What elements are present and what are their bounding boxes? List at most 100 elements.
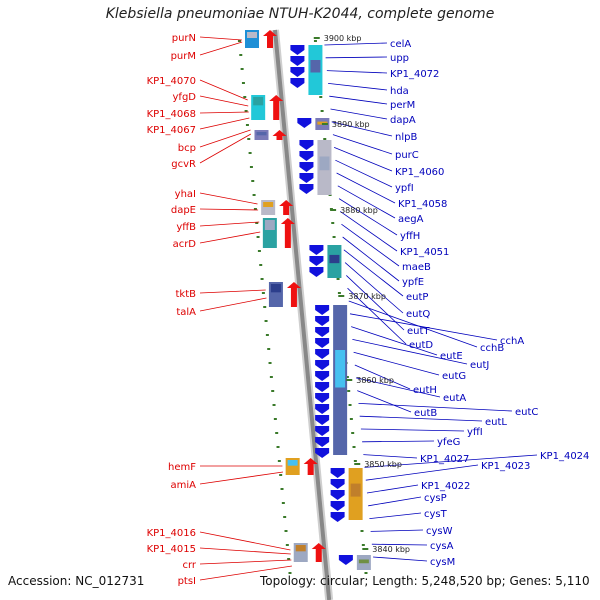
tick-left (251, 180, 255, 182)
tick-right (347, 390, 351, 392)
left-connector (199, 221, 260, 227)
gene-arrow-right (315, 393, 330, 403)
gene-arrow-right (299, 184, 314, 194)
gene-arrow-right (299, 151, 314, 161)
left-gene-label: yffB (176, 222, 196, 233)
right-connector (352, 339, 468, 365)
left-gene-label: KP1_4068 (147, 109, 196, 120)
left-gene-label: yhaI (175, 189, 196, 200)
left-connector (199, 117, 250, 130)
right-gene-label: cysP (424, 493, 447, 504)
left-gene-label: crr (182, 560, 196, 571)
scale-label: 3860 kbp (356, 376, 394, 385)
right-gene-label: dapA (390, 115, 416, 126)
gene-arrow-right (315, 327, 330, 337)
tick-left (273, 418, 277, 420)
right-connector (365, 464, 479, 481)
right-gene-label: eutT (407, 326, 430, 337)
right-gene-label: eutP (406, 292, 428, 303)
scale-label: 3850 kbp (364, 460, 402, 469)
gene-box-right-stripe (319, 156, 330, 171)
gene-box-left-stripe (264, 220, 275, 230)
left-connector (199, 547, 291, 555)
right-connector (337, 185, 396, 219)
gene-box-left-stripe (263, 202, 274, 207)
right-gene-label: purC (395, 150, 419, 161)
left-connector (199, 289, 266, 294)
gene-arrow-left (280, 218, 295, 248)
right-gene-label: celA (390, 39, 411, 50)
gene-arrow-right (330, 479, 345, 489)
genome-summary-text: Topology: circular; Length: 5,248,520 bp… (260, 574, 590, 588)
right-connector (359, 415, 483, 422)
gene-arrow-right (315, 426, 330, 436)
scale-tick (362, 548, 369, 550)
tick-left (252, 194, 256, 196)
gene-box-left-stripe (295, 545, 306, 552)
right-connector (351, 326, 438, 356)
right-gene-label: cchB (480, 343, 504, 354)
right-connector (341, 223, 400, 267)
tick-right (337, 292, 341, 294)
tick-left (283, 516, 287, 518)
left-gene-label: purM (171, 51, 196, 62)
gene-box-left-stripe (253, 97, 264, 106)
gene-arrow-right (315, 338, 330, 348)
right-gene-label: nlpB (395, 132, 417, 143)
right-gene-label: KP1_4024 (540, 451, 589, 462)
tick-left (244, 110, 248, 112)
gene-arrow-right (299, 162, 314, 172)
tick-left (288, 572, 292, 574)
right-gene-label: KP1_4060 (395, 167, 444, 178)
gene-arrow-right (315, 360, 330, 370)
left-connector (199, 36, 242, 41)
right-gene-label: KP1_4072 (390, 69, 439, 80)
tick-right (313, 40, 317, 42)
left-connector (199, 41, 243, 56)
gene-arrow-right (315, 448, 330, 458)
scale-tick (338, 295, 345, 297)
right-gene-label: eutJ (470, 360, 489, 371)
right-connector (325, 56, 388, 59)
gene-box-left-stripe (247, 32, 257, 38)
tick-left (261, 292, 265, 294)
backbone (271, 29, 334, 600)
tick-left (268, 362, 272, 364)
right-connector (340, 211, 398, 252)
tick-left (281, 502, 285, 504)
gene-arrow-right (290, 67, 305, 77)
right-connector (360, 428, 465, 432)
gene-arrow-left (263, 30, 277, 48)
tick-left (284, 530, 288, 532)
tick-right (336, 278, 340, 280)
right-gene-label: perM (390, 100, 415, 111)
left-connector (199, 192, 258, 205)
tick-right (320, 110, 324, 112)
tick-left (255, 222, 259, 224)
tick-left (257, 250, 261, 252)
scale-label: 3890 kbp (332, 120, 370, 129)
left-gene-label: hemF (168, 462, 196, 473)
right-gene-label: KP1_4022 (421, 481, 470, 492)
tick-left (265, 334, 269, 336)
right-connector (362, 440, 435, 443)
gene-arrow-left (279, 200, 294, 215)
right-gene-label: KP1_4023 (481, 461, 530, 472)
left-gene-label: KP1_4016 (147, 528, 196, 539)
left-connector (199, 565, 292, 581)
right-connector (324, 42, 388, 46)
gene-arrow-right (315, 437, 330, 447)
left-connector (199, 133, 252, 164)
tick-left (279, 474, 283, 476)
right-connector (334, 147, 393, 172)
gene-box-left-stripe (287, 460, 298, 466)
tick-right (364, 572, 368, 574)
gene-box-left-stripe (270, 284, 281, 293)
right-connector (358, 403, 513, 412)
right-connector (357, 390, 412, 413)
left-connector (199, 531, 291, 551)
gene-arrow-right (338, 555, 353, 565)
right-connector (347, 287, 407, 345)
gene-box-right-stripe (329, 254, 340, 264)
tick-right (353, 460, 357, 462)
